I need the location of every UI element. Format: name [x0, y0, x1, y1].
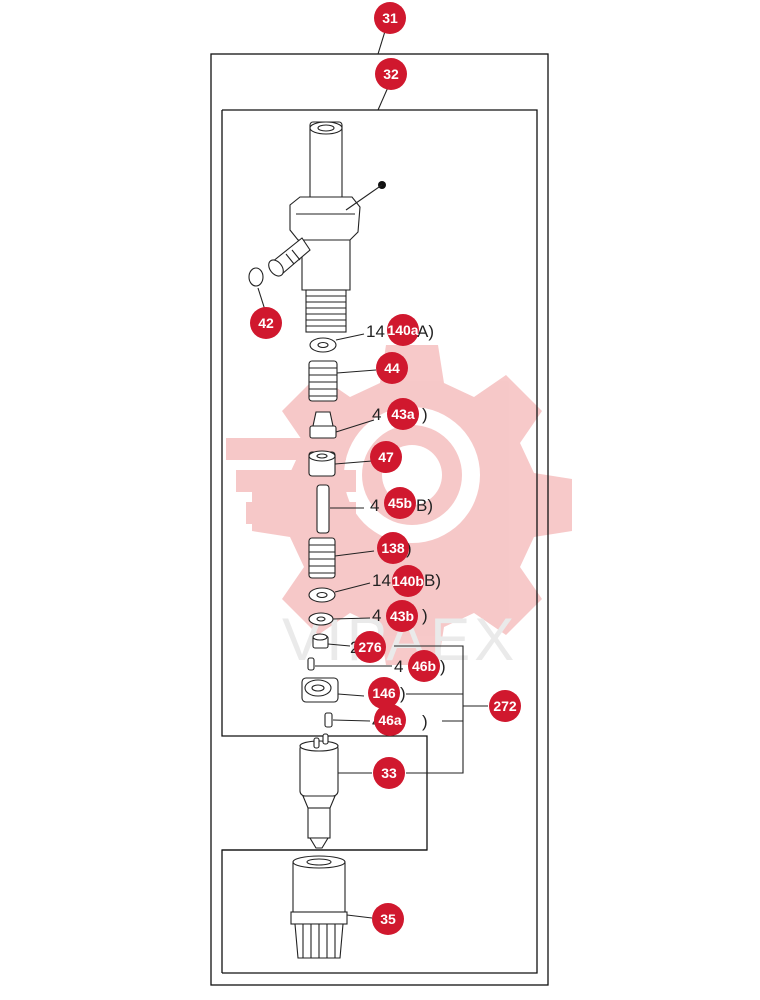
svg-text:276: 276 — [358, 639, 382, 655]
callout-276[interactable]: 276 — [354, 631, 386, 663]
spring-lower — [308, 537, 375, 579]
callout-138[interactable]: 138 — [377, 532, 409, 564]
callout-47[interactable]: 47 — [370, 441, 402, 473]
legacy-label: A) — [417, 322, 434, 341]
svg-text:46b: 46b — [412, 658, 436, 674]
legacy-label: 14 — [366, 322, 385, 341]
legacy-label: 14 — [372, 571, 391, 590]
svg-text:272: 272 — [493, 698, 517, 714]
callout-140a[interactable]: 140a — [387, 314, 419, 346]
spindle-upper — [309, 411, 375, 439]
o-ring-part — [248, 267, 266, 311]
callout-146[interactable]: 146 — [368, 677, 400, 709]
callout-43b[interactable]: 43b — [386, 600, 418, 632]
svg-text:46a: 46a — [378, 712, 402, 728]
dowel-pin-upper — [307, 657, 392, 671]
group-bracket — [394, 645, 488, 774]
washer-upper — [309, 333, 365, 353]
washer-lower — [308, 582, 371, 603]
svg-text:43a: 43a — [391, 406, 415, 422]
callout-46b[interactable]: 46b — [408, 650, 440, 682]
callout-272[interactable]: 272 — [489, 690, 521, 722]
svg-text:47: 47 — [378, 449, 394, 465]
spring-upper — [308, 360, 377, 402]
legacy-label: ) — [400, 684, 406, 703]
svg-text:33: 33 — [381, 765, 397, 781]
callout-35[interactable]: 35 — [372, 903, 404, 935]
dowel-pin-lower — [324, 712, 371, 728]
callout-42[interactable]: 42 — [250, 307, 282, 339]
svg-text:146: 146 — [372, 685, 396, 701]
legacy-label: ) — [422, 606, 428, 625]
distance-piece — [301, 677, 365, 703]
svg-text:140a: 140a — [387, 322, 418, 338]
legacy-label: 4 — [372, 606, 381, 625]
svg-text:35: 35 — [380, 911, 396, 927]
small-nut — [312, 633, 351, 649]
svg-text:43b: 43b — [390, 608, 414, 624]
legacy-label: ) — [440, 657, 446, 676]
callout-46a[interactable]: 46a — [374, 704, 406, 736]
callout-43a[interactable]: 43a — [387, 398, 419, 430]
nozzle — [299, 733, 372, 849]
legacy-label: 4 — [370, 496, 379, 515]
callout-31[interactable]: 31 — [374, 2, 406, 34]
svg-text:45b: 45b — [388, 495, 412, 511]
svg-text:42: 42 — [258, 315, 274, 331]
injector-holder-body — [268, 121, 386, 333]
svg-text:32: 32 — [383, 66, 399, 82]
callout-33[interactable]: 33 — [373, 757, 405, 789]
callout-45b[interactable]: 45b — [384, 487, 416, 519]
callout-44[interactable]: 44 — [376, 352, 408, 384]
legacy-label: B) — [424, 571, 441, 590]
assembly-frames — [210, 27, 549, 986]
push-rod — [316, 484, 364, 534]
legacy-label: ) — [422, 405, 428, 424]
spindle-washer — [308, 612, 371, 626]
adjusting-nut — [308, 450, 373, 477]
svg-text:44: 44 — [384, 360, 400, 376]
legacy-label: ) — [422, 712, 428, 731]
retaining-nut — [290, 855, 373, 959]
svg-text:31: 31 — [382, 10, 398, 26]
legacy-label: 4 — [394, 657, 403, 676]
svg-text:138: 138 — [381, 540, 405, 556]
svg-text:140b: 140b — [392, 573, 424, 589]
legacy-label: B) — [416, 496, 433, 515]
callout-32[interactable]: 32 — [375, 58, 407, 90]
legacy-label: 4 — [372, 405, 381, 424]
callout-140b[interactable]: 140b — [392, 565, 424, 597]
